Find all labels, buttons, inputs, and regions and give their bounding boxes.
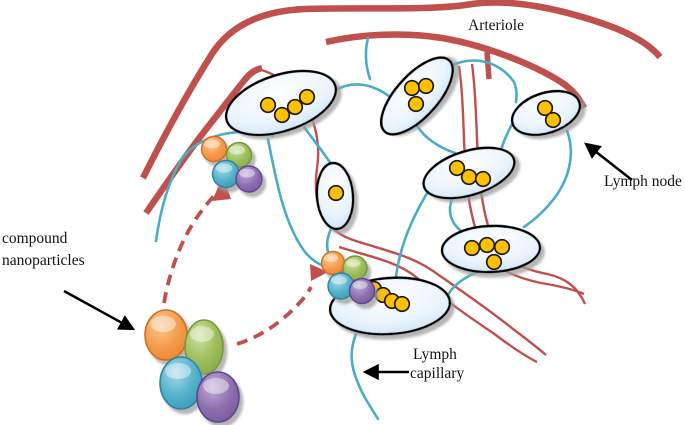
lymph-node-1-body bbox=[224, 69, 338, 137]
lymph-node-label: Lymph node bbox=[604, 173, 682, 190]
arteriole-left-branch bbox=[143, 64, 263, 215]
arteriole-upper-branch bbox=[325, 31, 587, 110]
lymph-node-6-dots bbox=[463, 236, 511, 271]
capillary-node2-to-node4 bbox=[414, 122, 457, 155]
compound-nanoparticle-dot bbox=[485, 253, 503, 271]
nanoparticle-orange bbox=[200, 135, 228, 163]
particle-highlight bbox=[345, 259, 361, 267]
particle-highlight bbox=[215, 163, 233, 173]
compound-nanoparticle-dot bbox=[463, 239, 481, 257]
capillary-node4-to-node6 bbox=[448, 195, 463, 233]
nanoparticle-purple bbox=[196, 371, 240, 423]
particle-highlight bbox=[229, 145, 245, 155]
particle-highlight bbox=[324, 254, 338, 262]
lymph-capillary-label-line2: capillary bbox=[410, 365, 464, 382]
nanoparticle-cluster-at-node7 bbox=[320, 250, 376, 305]
compound-nanoparticle-dot bbox=[460, 168, 478, 186]
migration-arrowhead-2 bbox=[310, 264, 328, 281]
lymph-node-1-dots bbox=[259, 88, 316, 124]
compound-nanoparticle-dot bbox=[403, 79, 421, 97]
migration-dashed-path-2 bbox=[236, 286, 313, 346]
particle-highlight bbox=[239, 168, 255, 178]
compound-nanoparticle-dot bbox=[259, 96, 277, 114]
nanoparticle-purple bbox=[235, 165, 263, 193]
arteriole-stub bbox=[484, 51, 492, 80]
arteriole-small-vessel-3 bbox=[257, 67, 547, 356]
arteriole-main-arc bbox=[140, 0, 663, 180]
compound-nanoparticles-label-line2: nanoparticles bbox=[2, 252, 85, 269]
compound-nanoparticle-dot bbox=[474, 170, 492, 188]
arteriole-label: Arteriole bbox=[468, 17, 524, 34]
nanoparticle-purple bbox=[348, 277, 376, 305]
migration-dashed-path-1 bbox=[162, 189, 220, 304]
compound-nanoparticle-dot bbox=[393, 295, 411, 313]
particle-highlight bbox=[331, 275, 347, 285]
annotations: Arteriole Lymph node Lymph capillary com… bbox=[2, 17, 682, 382]
compound-nanoparticle-dot bbox=[417, 77, 435, 95]
compound-nanoparticle-dot bbox=[536, 99, 554, 117]
compound-nanoparticle-dot bbox=[273, 106, 291, 124]
compound-nanoparticle-dot bbox=[448, 159, 466, 177]
capillary-node4-to-node7 bbox=[394, 188, 431, 278]
particle-highlight bbox=[150, 316, 176, 332]
nanoparticle-green bbox=[225, 141, 253, 169]
lymph-capillary-label-line1: Lymph bbox=[413, 346, 457, 363]
compound-nanoparticle-dot bbox=[478, 236, 496, 254]
free-compound-nanoparticles-cluster bbox=[144, 309, 240, 423]
compound-nanoparticles-label-line1: compound bbox=[2, 230, 68, 247]
nanoparticle-green bbox=[184, 319, 224, 375]
compound-nanoparticle-dot bbox=[407, 95, 425, 113]
compound-nanoparticle-dot bbox=[286, 98, 304, 116]
particle-highlight bbox=[204, 139, 220, 149]
compound-nanoparticles-arrow bbox=[63, 289, 136, 331]
capillary-node1-to-node3 bbox=[302, 125, 333, 166]
compound-nanoparticle-dot bbox=[544, 111, 562, 129]
lymph-node-5-dots bbox=[536, 99, 562, 129]
lymph-node-2-dots bbox=[403, 77, 435, 113]
migration-arrowhead-1 bbox=[212, 176, 231, 201]
lymph-node-5 bbox=[510, 89, 582, 137]
lymph-node-3 bbox=[315, 161, 355, 231]
lymph-node-1 bbox=[224, 69, 338, 137]
particle-highlight bbox=[203, 378, 229, 394]
lymph-node-2 bbox=[380, 56, 454, 136]
lymph-nodes bbox=[224, 56, 582, 336]
nanoparticle-migration-paths bbox=[162, 176, 328, 346]
compound-nanoparticle-dot bbox=[298, 88, 316, 106]
lymph-node-6 bbox=[440, 224, 542, 274]
particle-highlight bbox=[190, 326, 214, 342]
capillary-upper-stub bbox=[364, 36, 372, 81]
compound-nanoparticle-dot bbox=[493, 238, 511, 256]
nanoparticle-cluster-at-node1 bbox=[200, 135, 263, 193]
particle-highlight bbox=[352, 281, 368, 289]
lymph-node-4-dots bbox=[448, 159, 492, 188]
capillary-node5-to-node6 bbox=[522, 129, 573, 229]
capillary-outlet-labeled bbox=[350, 332, 380, 421]
particle-highlight bbox=[165, 363, 191, 379]
compound-nanoparticle-dot bbox=[327, 184, 345, 202]
lymph-node-3-dots bbox=[327, 184, 345, 202]
capillary-node2-to-node5 bbox=[439, 59, 518, 104]
lymph-node-4 bbox=[422, 146, 516, 200]
lymph-node-arrow bbox=[584, 142, 633, 181]
